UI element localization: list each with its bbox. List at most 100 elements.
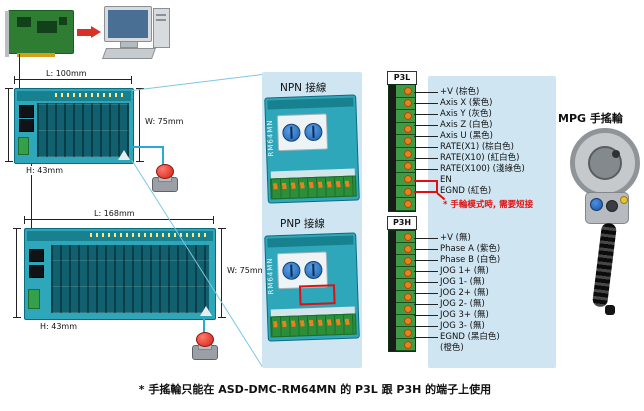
drive-slot (156, 19, 166, 21)
terminal-cell (396, 303, 415, 315)
pin-label: (橙色) (440, 343, 464, 353)
terminal-cell (396, 198, 415, 211)
p3h-header: P3H (387, 216, 417, 230)
terminal-block (270, 313, 357, 338)
cable-line (19, 54, 20, 88)
pc-tower (153, 8, 170, 48)
rotary-dial-icon (282, 261, 301, 281)
pin-wire-line (414, 249, 438, 250)
pin-wire-line (414, 169, 438, 170)
green-connector (18, 137, 29, 155)
green-connector (28, 289, 40, 309)
npn-title: NPN 接線 (280, 82, 327, 94)
pin-label-panel (428, 76, 556, 368)
rotary-switch-panel (276, 113, 329, 152)
p3l-pin-labels: +V (棕色)Axis X (紫色)Axis Y (灰色)Axis Z (白色)… (440, 87, 525, 197)
arrow-right-icon (77, 26, 103, 39)
pin-label: JOG 2+ (無) (440, 288, 489, 298)
pin-wire-line (414, 103, 438, 104)
dimension-label: W: 75mm (225, 266, 268, 275)
pin-wire-line (414, 282, 438, 283)
pin-wire-line (414, 271, 438, 272)
pin-label: EN (440, 175, 452, 185)
terminal-cell (396, 110, 415, 123)
terminal-cell (396, 279, 415, 291)
highlight-box (298, 284, 336, 306)
pin-label: JOG 2- (無) (440, 299, 485, 309)
pin-wire-line (414, 304, 438, 305)
io-module-1 (14, 88, 134, 164)
pci-motion-card (5, 10, 74, 57)
pin-label: Phase B (白色) (440, 255, 501, 265)
pin-wire-line (414, 315, 438, 316)
red-dome (196, 332, 214, 347)
red-dome (156, 164, 174, 179)
pin-label: Axis X (紫色) (440, 98, 493, 108)
pin-label: EGND (紅色) (440, 186, 492, 196)
terminal-cell (396, 85, 415, 98)
module-closeup-npn: RM64MN (264, 94, 360, 204)
pin-label: Axis Y (灰色) (440, 109, 492, 119)
module-closeup-pnp: RM64MN (264, 232, 360, 342)
pin-label: RATE(X1) (棕白色) (440, 142, 514, 152)
rotary-dial-icon (304, 260, 323, 280)
pin-wire-line (414, 147, 438, 148)
module-model-label: RM64MN (265, 257, 276, 295)
red-button (150, 164, 178, 192)
drive-slot (156, 14, 166, 16)
p3h-pin-labels: +V (無)Phase A (紫色)Phase B (白色)JOG 1+ (無)… (440, 233, 500, 354)
rotary-dial-icon (304, 122, 323, 142)
chip-icon (37, 21, 57, 33)
pin-wire-line (414, 125, 438, 126)
pin-label: +V (無) (440, 233, 471, 243)
terminal-slots (37, 103, 129, 157)
terminal-cell (396, 97, 415, 111)
edge-connector (17, 53, 55, 57)
terminal-cell (396, 231, 415, 243)
monitor-screen (108, 10, 148, 38)
p3l-header: P3L (387, 71, 417, 85)
terminal-cell (396, 147, 415, 161)
handwheel-knob (612, 150, 620, 158)
pin-wire-line (414, 337, 438, 338)
io-module-2 (24, 228, 216, 320)
keyboard (101, 48, 157, 59)
pin-number-column (389, 231, 396, 351)
terminal-block (270, 175, 357, 200)
dimension-label: H: 43mm (24, 166, 66, 175)
cable-line (31, 162, 32, 228)
signal-line (203, 318, 205, 336)
terminal-cell (396, 255, 415, 267)
pin-label: +V (棕色) (440, 87, 480, 97)
ethernet-port-icon (29, 249, 44, 262)
dimension-line (5, 88, 13, 162)
delta-logo (118, 150, 130, 160)
pin-wire-line (414, 136, 438, 137)
mpg-label: MPG 手搖輪 (558, 112, 623, 125)
red-button (190, 332, 218, 360)
pin-label: Phase A (紫色) (440, 244, 501, 254)
terminal-cell (396, 122, 415, 136)
dimension-label: W: 75mm (143, 117, 186, 126)
terminal-cell (396, 291, 415, 303)
callout-line (131, 74, 263, 91)
dimension-line (14, 76, 132, 84)
terminal-cell (396, 173, 415, 186)
terminal-strip-p3h (388, 230, 416, 352)
dimension-line (24, 216, 214, 224)
pin-wire-line (414, 92, 438, 93)
rotary-dial-icon (282, 123, 301, 143)
terminal-cell (396, 243, 415, 255)
pin-wire-line (414, 180, 438, 182)
terminal-cell (396, 160, 415, 174)
rate-selector-knob (606, 200, 618, 212)
delta-logo (200, 306, 212, 316)
card-bracket (5, 11, 9, 57)
terminal-cell (396, 267, 415, 279)
dimension-label: H: 43mm (38, 322, 80, 331)
ethernet-port-icon (19, 105, 34, 118)
pin-label: RATE(X100) (淺綠色) (440, 164, 525, 174)
terminal-cells (396, 85, 415, 211)
signal-line (132, 146, 164, 148)
arrow-body (77, 29, 91, 36)
